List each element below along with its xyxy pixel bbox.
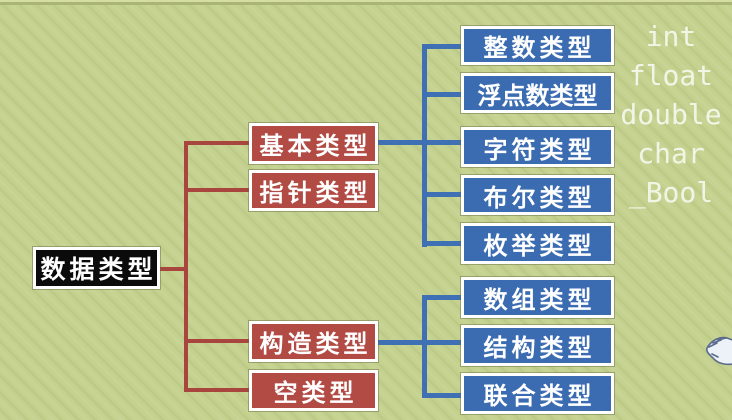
node-integer-type: 整数类型 — [461, 26, 614, 65]
keyword-char: char — [637, 137, 705, 170]
keyword-double: double — [620, 98, 722, 131]
hand-cursor-icon — [706, 336, 732, 366]
connector-construct-horizontal — [378, 340, 461, 345]
connector-branch-void — [184, 388, 249, 392]
connector-root-trunk — [184, 141, 188, 392]
connector-branch-union — [422, 393, 461, 398]
connector-basic-horizontal — [378, 140, 461, 145]
connector-basic-trunk — [422, 44, 427, 247]
connector-branch-array — [422, 295, 461, 300]
node-float-type: 浮点数类型 — [461, 73, 614, 113]
top-edge-dark-strip — [0, 2, 732, 5]
keyword-list: int float double char _Bool — [608, 17, 732, 212]
connector-root-horizontal — [160, 267, 186, 271]
node-basic-type: 基本类型 — [249, 123, 378, 164]
connector-branch-float — [422, 92, 461, 97]
keyword-bool: _Bool — [628, 176, 714, 209]
connector-branch-construct — [184, 339, 249, 343]
connector-branch-integer — [422, 44, 461, 49]
node-void-type: 空类型 — [249, 370, 378, 411]
connector-branch-pointer — [184, 188, 249, 192]
node-construct-type: 构造类型 — [249, 321, 378, 362]
node-enum-type: 枚举类型 — [461, 223, 614, 264]
node-array-type: 数组类型 — [461, 277, 614, 318]
connector-branch-enum — [422, 241, 461, 246]
node-char-type: 字符类型 — [461, 127, 614, 167]
node-bool-type: 布尔类型 — [461, 175, 614, 215]
node-data-type-root: 数据类型 — [33, 247, 160, 289]
node-union-type: 联合类型 — [461, 373, 614, 414]
keyword-float: float — [628, 59, 714, 92]
connector-construct-trunk — [422, 295, 427, 398]
keyword-int: int — [645, 20, 697, 53]
node-struct-type: 结构类型 — [461, 325, 614, 366]
node-pointer-type: 指针类型 — [249, 170, 378, 211]
top-edge-light-strip — [0, 0, 732, 2]
connector-branch-basic — [184, 141, 249, 145]
connector-branch-bool — [422, 192, 461, 197]
